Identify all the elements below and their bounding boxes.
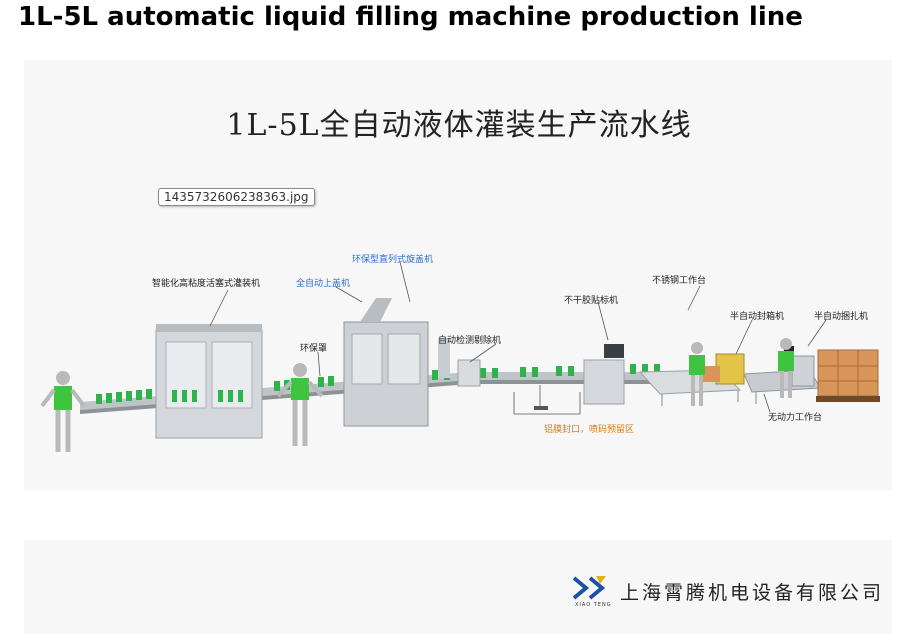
label-capping-machine: 环保型直列式旋盖机 [352, 255, 434, 265]
diagram-title: 1L-5L全自动液体灌装生产流水线 [226, 108, 692, 143]
filling-machine [155, 324, 263, 439]
logo-text: XIAO TENG [575, 602, 612, 608]
label-steel-table: 不锈钢工作台 [652, 276, 707, 286]
company-name: 上海霄腾机电设备有限公司 [620, 582, 885, 604]
worker-3 [689, 342, 705, 406]
inspection-reject-machine [457, 359, 548, 410]
label-inspection-machine: 自动检测剔除机 [438, 336, 502, 346]
callout-lines [209, 261, 827, 415]
worker-2 [276, 363, 324, 446]
label-roller-table: 无动力工作台 [768, 413, 823, 423]
worker-4 [778, 338, 794, 398]
label-foil-seal-area: 铝膜封口，喷码预留区 [544, 425, 635, 435]
capping-machine [343, 298, 450, 427]
case-sealer [700, 353, 745, 385]
label-case-sealer: 半自动封箱机 [730, 312, 785, 322]
worker-1 [40, 371, 86, 452]
label-labeling-machine: 不干胶贴标机 [564, 296, 619, 306]
label-enclosure: 环保罩 [300, 344, 328, 354]
carton-pallet [816, 349, 880, 402]
xiaoteng-logo-icon [572, 576, 606, 600]
filename-tooltip: 1435732606238363.jpg [158, 188, 315, 206]
labeling-machine [583, 344, 625, 405]
label-filling-machine: 智能化高粘度活塞式灌装机 [152, 279, 261, 289]
label-strapping-machine: 半自动捆扎机 [814, 312, 869, 322]
label-cap-feeder: 全自动上盖机 [296, 279, 351, 289]
page-title: 1L-5L automatic liquid filling machine p… [18, 2, 803, 32]
footer-panel [24, 540, 892, 634]
